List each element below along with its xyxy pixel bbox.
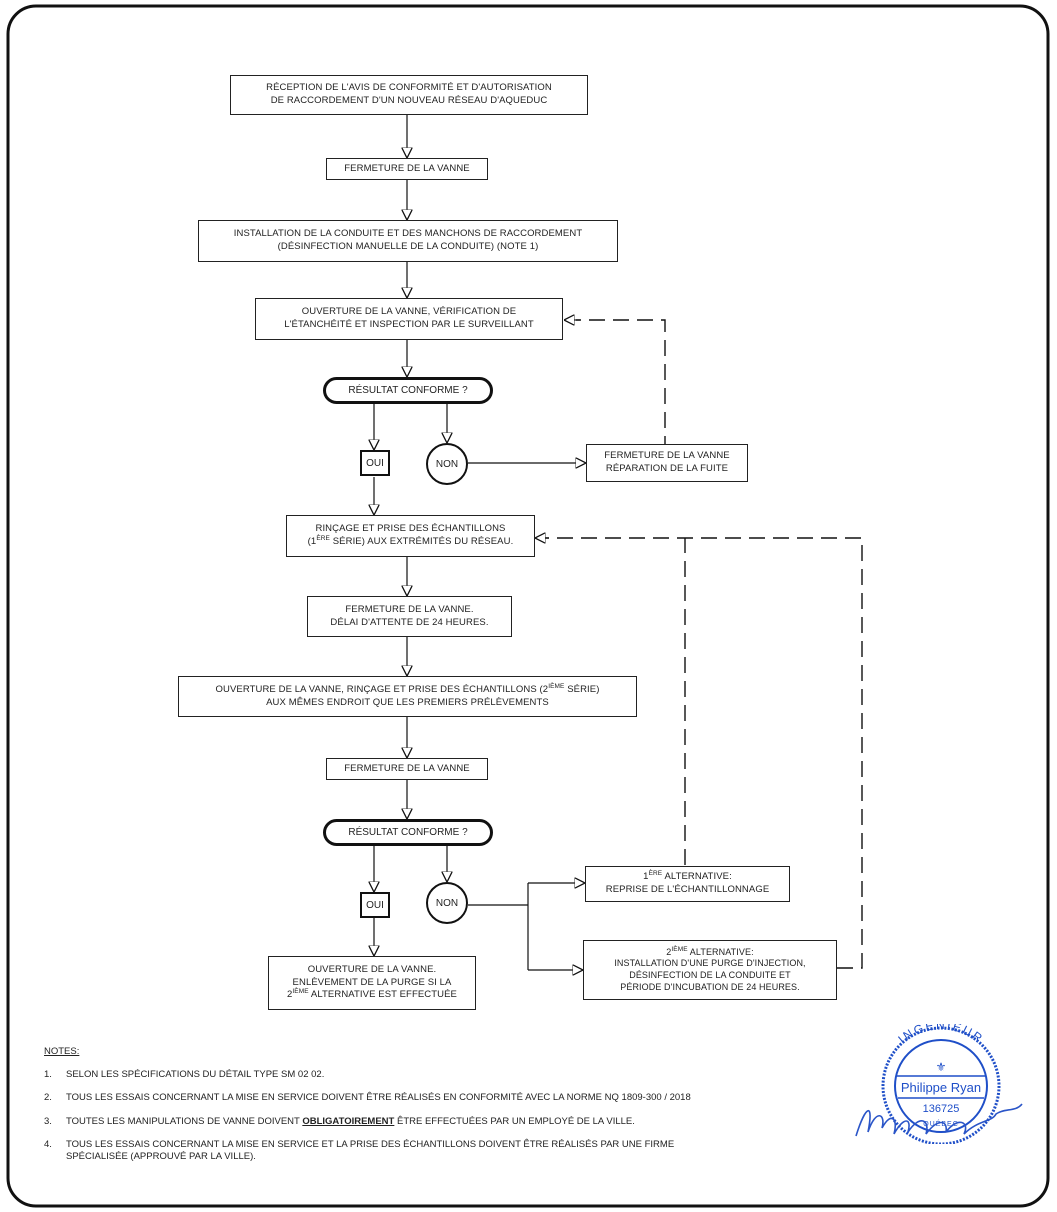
- step-wait-line2: DÉLAI D'ATTENTE DE 24 HEURES.: [330, 616, 489, 628]
- step-open-inspect: OUVERTURE DE LA VANNE, VÉRIFICATION DE L…: [255, 298, 563, 340]
- final-sup: IÈME: [292, 988, 309, 996]
- yes-1-label: OUI: [366, 457, 384, 469]
- seal-outer-ring: [881, 1026, 1001, 1144]
- notes-title: NOTES:: [44, 1046, 80, 1057]
- no-1: NON: [426, 443, 468, 485]
- note-2: 2. TOUS LES ESSAIS CONCERNANT LA MISE EN…: [44, 1092, 864, 1104]
- fleur-de-lis-icon: ⚜: [936, 1060, 947, 1074]
- note-3-pre: TOUTES LES MANIPULATIONS DE VANNE DOIVEN…: [66, 1115, 303, 1127]
- step-rinse-1-sup: ÈRE: [316, 535, 330, 542]
- note-4-text: TOUS LES ESSAIS CONCERNANT LA MISE EN SE…: [66, 1139, 674, 1164]
- step-wait: FERMETURE DE LA VANNE. DÉLAI D'ATTENTE D…: [307, 596, 512, 637]
- step-open-inspect-line1: OUVERTURE DE LA VANNE, VÉRIFICATION DE: [301, 306, 517, 318]
- page-frame: [6, 4, 1050, 1208]
- note-2-text: TOUS LES ESSAIS CONCERNANT LA MISE EN SE…: [66, 1092, 691, 1104]
- step-open-inspect-line2: L'ÉTANCHÉITÉ ET INSPECTION PAR LE SURVEI…: [284, 319, 534, 330]
- note-4-number: 4.: [44, 1139, 52, 1151]
- step-alternative-2-line2: INSTALLATION D'UNE PURGE D'INJECTION,: [614, 958, 806, 969]
- note-3-text: TOUTES LES MANIPULATIONS DE VANNE DOIVEN…: [66, 1116, 635, 1128]
- dash-alt2-loop: [545, 537, 863, 969]
- step-repair-line2: RÉPARATION DE LA FUITE: [605, 463, 729, 474]
- yes-1: OUI: [360, 450, 390, 476]
- alt1-pre: 1: [643, 871, 649, 883]
- step-rinse-2-sup: IÈME: [548, 682, 565, 690]
- step-rinse-1: RINÇAGE ET PRISE DES ÉCHANTILLONS (1ÈRE …: [286, 515, 535, 557]
- final-pre: 2: [287, 989, 293, 1001]
- engineer-seal: INGÉNIEUR ⚜ Philippe Ryan 136725 QUÉBEC: [855, 1024, 1023, 1144]
- step-final-line3: 2IÈME ALTERNATIVE EST EFFECTUÉE: [287, 989, 457, 1002]
- step-wait-line1: FERMETURE DE LA VANNE.: [345, 603, 474, 615]
- step-close-valve-2-label: FERMETURE DE LA VANNE: [344, 762, 470, 774]
- step-reception-line1: RÉCEPTION DE L'AVIS DE CONFORMITÉ ET D'A…: [266, 82, 552, 94]
- step-alternative-1-line2: REPRISE DE L'ÉCHANTILLONNAGE: [605, 884, 770, 895]
- step-installation-line2: (DÉSINFECTION MANUELLE DE LA CONDUITE) (…: [277, 241, 539, 252]
- step-rinse-1-line2: (1ÈRE SÉRIE) AUX EXTRÉMITÉS DU RÉSEAU.: [307, 535, 514, 549]
- step-alternative-2: 2IÈME ALTERNATIVE: INSTALLATION D'UNE PU…: [583, 940, 837, 1000]
- step-final: OUVERTURE DE LA VANNE. ENLÈVEMENT DE LA …: [268, 956, 476, 1010]
- no-2: NON: [426, 882, 468, 924]
- step-alternative-1: 1ÈRE ALTERNATIVE: REPRISE DE L'ÉCHANTILL…: [585, 866, 790, 902]
- alt2-sup: IÈME: [671, 945, 688, 953]
- step-rinse-1-pre: (1: [307, 536, 317, 547]
- step-alternative-2-line1: 2IÈME ALTERNATIVE:: [666, 945, 754, 959]
- alt2-post: ALTERNATIVE:: [687, 946, 754, 957]
- step-final-line2: ENLÈVEMENT DE LA PURGE SI LA: [292, 976, 452, 988]
- note-4-line2: SPÉCIALISÉE (APPROUVÉ PAR LA VILLE).: [66, 1151, 256, 1163]
- step-rinse-2-post: SÉRIE): [564, 683, 600, 695]
- step-close-valve-1-label: FERMETURE DE LA VANNE: [344, 162, 470, 174]
- step-rinse-1-post: SÉRIE) AUX EXTRÉMITÉS DU RÉSEAU.: [330, 536, 514, 547]
- decision-result-1-label: RÉSULTAT CONFORME ?: [348, 385, 468, 396]
- step-rinse-2-line2: AUX MÊMES ENDROIT QUE LES PREMIERS PRÉLÈ…: [266, 696, 549, 708]
- step-rinse-2-pre: OUVERTURE DE LA VANNE, RINÇAGE ET PRISE …: [215, 683, 549, 695]
- seal-title: INGÉNIEUR: [895, 1024, 986, 1046]
- step-final-line1: OUVERTURE DE LA VANNE.: [307, 963, 437, 975]
- step-rinse-2: OUVERTURE DE LA VANNE, RINÇAGE ET PRISE …: [178, 676, 637, 717]
- step-close-valve-2: FERMETURE DE LA VANNE: [326, 758, 488, 780]
- step-repair: FERMETURE DE LA VANNE RÉPARATION DE LA F…: [586, 444, 748, 482]
- decision-result-1: RÉSULTAT CONFORME ?: [323, 377, 493, 404]
- alt1-sup: ÈRE: [648, 870, 663, 878]
- step-alternative-2-line3: DÉSINFECTION DE LA CONDUITE ET: [629, 970, 791, 980]
- alt1-post: ALTERNATIVE:: [662, 871, 732, 883]
- step-alternative-1-line1: 1ÈRE ALTERNATIVE:: [643, 870, 732, 884]
- step-installation: INSTALLATION DE LA CONDUITE ET DES MANCH…: [198, 220, 618, 262]
- note-3-number: 3.: [44, 1115, 52, 1127]
- note-1-text: SELON LES SPÉCIFICATIONS DU DÉTAIL TYPE …: [66, 1069, 325, 1080]
- note-2-number: 2.: [44, 1092, 52, 1104]
- signature: [855, 1103, 1023, 1137]
- seal-province: QUÉBEC: [923, 1119, 959, 1128]
- note-3: 3. TOUTES LES MANIPULATIONS DE VANNE DOI…: [44, 1116, 864, 1128]
- note-4: 4. TOUS LES ESSAIS CONCERNANT LA MISE EN…: [44, 1139, 864, 1164]
- note-4-line1: TOUS LES ESSAIS CONCERNANT LA MISE EN SE…: [66, 1139, 675, 1151]
- decision-result-2: RÉSULTAT CONFORME ?: [323, 819, 493, 846]
- alt2-pre: 2: [666, 946, 672, 957]
- step-close-valve-1: FERMETURE DE LA VANNE: [326, 158, 488, 180]
- note-3-emphasis: OBLIGATOIREMENT: [302, 1115, 395, 1127]
- decision-result-2-label: RÉSULTAT CONFORME ?: [348, 827, 468, 838]
- no-2-label: NON: [435, 897, 459, 909]
- step-alternative-2-line4: PÉRIODE D'INCUBATION DE 24 HEURES.: [620, 981, 800, 992]
- note-1: 1. SELON LES SPÉCIFICATIONS DU DÉTAIL TY…: [44, 1069, 864, 1081]
- step-reception: RÉCEPTION DE L'AVIS DE CONFORMITÉ ET D'A…: [230, 75, 588, 115]
- seal-name: Philippe Ryan: [901, 1080, 981, 1095]
- note-3-post: ÊTRE EFFECTUÉES PAR UN EMPLOYÉ DE LA VIL…: [394, 1115, 635, 1127]
- dashed-connectors: [545, 319, 863, 969]
- connectors: [374, 115, 585, 970]
- note-1-number: 1.: [44, 1069, 52, 1080]
- seal-inner-ring: [894, 1039, 988, 1133]
- yes-2: OUI: [360, 892, 390, 918]
- step-installation-line1: INSTALLATION DE LA CONDUITE ET DES MANCH…: [233, 228, 583, 240]
- final-post: ALTERNATIVE EST EFFECTUÉE: [308, 989, 457, 1001]
- seal-number: 136725: [923, 1103, 960, 1115]
- yes-2-label: OUI: [366, 899, 384, 911]
- dash-repair-loop: [576, 319, 666, 452]
- notes-section: NOTES: 1. SELON LES SPÉCIFICATIONS DU DÉ…: [44, 1046, 864, 1175]
- step-rinse-1-line1: RINÇAGE ET PRISE DES ÉCHANTILLONS: [315, 523, 506, 535]
- step-rinse-2-line1: OUVERTURE DE LA VANNE, RINÇAGE ET PRISE …: [215, 682, 600, 697]
- step-reception-line2: DE RACCORDEMENT D'UN NOUVEAU RÉSEAU D'AQ…: [270, 95, 548, 106]
- step-repair-line1: FERMETURE DE LA VANNE: [604, 450, 730, 462]
- no-1-label: NON: [435, 458, 459, 470]
